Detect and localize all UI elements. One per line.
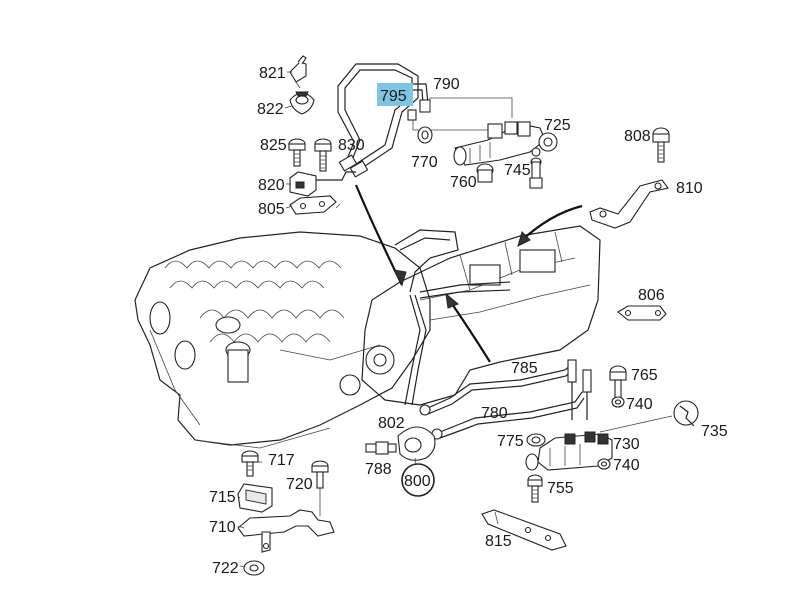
bracket-710	[237, 509, 335, 553]
washer-722	[243, 560, 265, 576]
fitting-788	[365, 441, 397, 455]
washer-740-top	[611, 396, 625, 408]
fitting-775	[526, 433, 546, 447]
label-788: 788	[365, 461, 392, 478]
clip-821	[289, 55, 307, 89]
slave-cylinder-725	[453, 121, 558, 166]
label-785: 785	[511, 360, 538, 377]
label-790: 790	[433, 76, 460, 93]
callout-circle-800	[401, 463, 435, 497]
part-labels: 821 822 825 830 820 805 790 795 725 770 …	[209, 65, 728, 577]
label-800: 800	[404, 473, 431, 490]
bolt-760	[476, 163, 494, 183]
bracket-805	[289, 195, 337, 215]
nut-770	[417, 126, 433, 144]
leader-lines	[237, 71, 341, 568]
label-710: 710	[209, 519, 236, 536]
bolt-825	[288, 138, 306, 167]
label-730: 730	[613, 436, 640, 453]
bolt-717	[241, 450, 259, 477]
label-806: 806	[638, 287, 665, 304]
label-821: 821	[259, 65, 286, 82]
bracket-820	[289, 171, 356, 197]
leader-790	[412, 120, 493, 131]
engine-transmission-assembly	[134, 225, 601, 449]
bolt-720	[311, 460, 329, 516]
label-725: 725	[544, 117, 571, 134]
label-765: 765	[631, 367, 658, 384]
bolt-745	[529, 157, 543, 189]
pipe-assembly-790-795	[337, 63, 431, 178]
label-755: 755	[547, 480, 574, 497]
label-820: 820	[258, 177, 285, 194]
label-815: 815	[485, 533, 512, 550]
leader-800	[414, 457, 417, 465]
label-830: 830	[338, 137, 365, 154]
bolt-830	[314, 138, 332, 172]
highlight-795	[377, 83, 413, 106]
leader-790-b	[429, 97, 513, 118]
clamp-822	[289, 91, 315, 115]
label-720: 720	[286, 476, 313, 493]
label-808: 808	[624, 128, 651, 145]
label-795: 795	[380, 88, 407, 105]
label-770: 770	[411, 154, 438, 171]
label-805: 805	[258, 201, 285, 218]
direction-arrows	[354, 184, 583, 363]
valve-block-730	[525, 431, 613, 471]
bracket-810	[589, 179, 669, 229]
bolt-765	[609, 365, 627, 399]
bracket-815	[481, 509, 567, 551]
label-775: 775	[497, 433, 524, 450]
bolt-808	[652, 127, 670, 163]
oring-802	[397, 426, 436, 461]
label-810: 810	[676, 180, 703, 197]
bracket-806	[617, 305, 667, 321]
washer-740-bottom	[597, 458, 611, 470]
label-745: 745	[504, 162, 531, 179]
label-740-top: 740	[626, 396, 653, 413]
label-760: 760	[450, 174, 477, 191]
label-735: 735	[701, 423, 728, 440]
pipe-assembly-780-785	[419, 359, 592, 440]
label-740-bottom: 740	[613, 457, 640, 474]
label-780: 780	[481, 405, 508, 422]
label-717: 717	[268, 452, 295, 469]
bolt-755	[527, 474, 543, 503]
label-802: 802	[378, 415, 405, 432]
label-825: 825	[260, 137, 287, 154]
label-715: 715	[209, 489, 236, 506]
label-822: 822	[257, 101, 284, 118]
wrench-icon	[599, 400, 699, 433]
mount-715	[237, 483, 273, 513]
label-722: 722	[212, 560, 239, 577]
